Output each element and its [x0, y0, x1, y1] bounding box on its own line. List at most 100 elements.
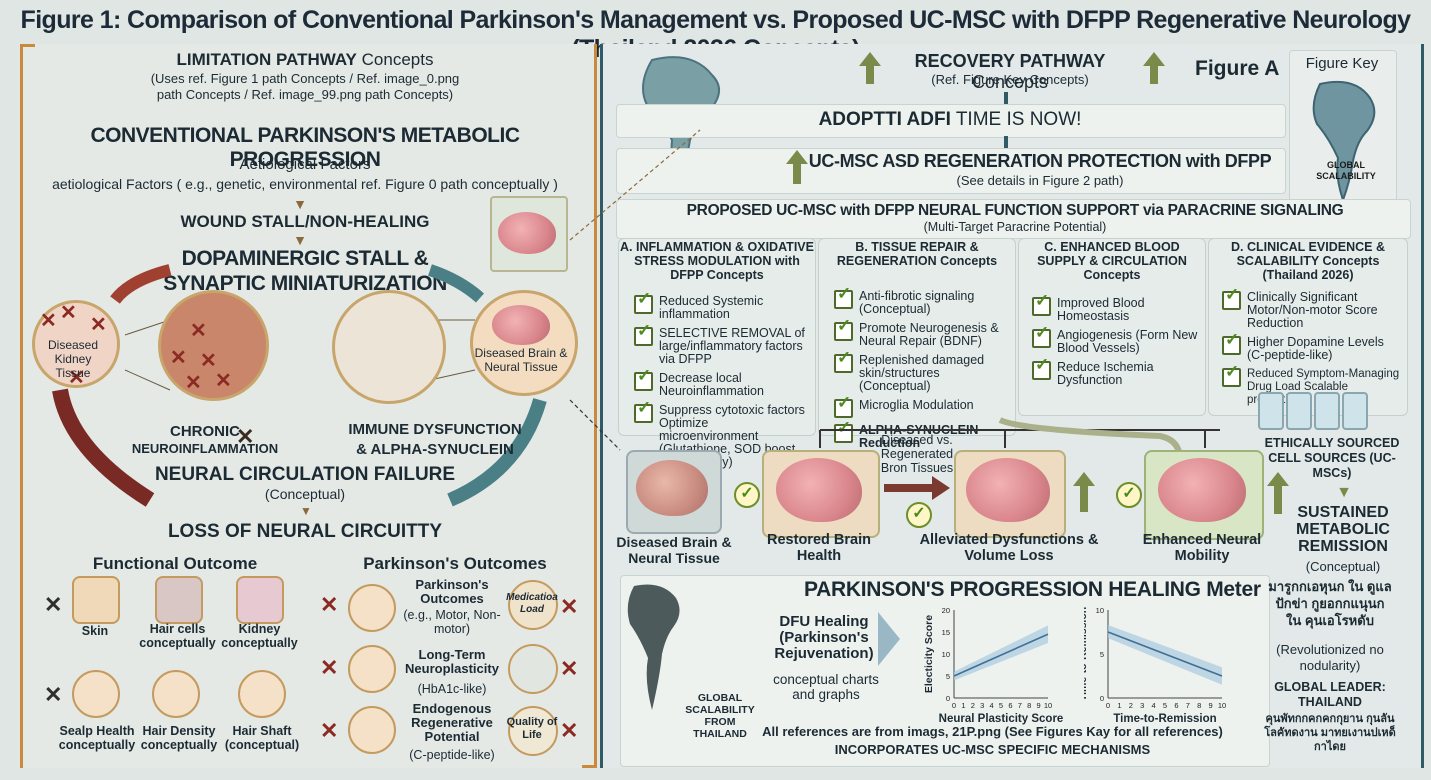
- checkbox-icon: [834, 351, 853, 373]
- x-mark-icon: ✕: [170, 347, 187, 369]
- kidney-icon: [236, 576, 284, 624]
- x-axis-label: Time-to-Remission: [1113, 713, 1216, 725]
- x-mark-icon: ✕: [560, 594, 579, 619]
- x-tick-label: 1: [1117, 701, 1121, 710]
- series-line: [1107, 631, 1223, 677]
- flow-connectors: [819, 417, 1220, 461]
- up-arrow-icon: [859, 52, 881, 66]
- declining-chart-icon: [348, 645, 396, 693]
- column-a-title: A. INFLAMMATION & OXIDATIVE STRESS MODUL…: [620, 240, 814, 282]
- x-tick-label: 10: [1044, 701, 1052, 710]
- brain-icon: [492, 305, 550, 345]
- column-c-title: C. ENHANCED BLOOD SUPPLY & CIRCULATION C…: [1037, 240, 1187, 282]
- y-tick-label: 10: [1096, 606, 1104, 615]
- down-arrow-icon: ▼: [293, 232, 307, 248]
- synaptic-miniaturization: SYNAPTIC MINIATURIZATION: [163, 272, 447, 295]
- up-arrow-icon: [1267, 472, 1289, 486]
- vial-icon: [1314, 392, 1340, 430]
- series-line: [953, 633, 1049, 677]
- check-icon: ✓: [734, 482, 760, 508]
- checkbox-icon: [634, 292, 653, 314]
- brain-circle-label: Diseased Brain & Neural Tissue: [474, 346, 568, 374]
- stage-restored: Restored Brain Health: [767, 532, 871, 564]
- x-tick-label: 8: [1197, 701, 1201, 710]
- list-item: SELECTIVE REMOVAL of large/inflammatory …: [634, 324, 810, 366]
- stage-enhanced: Enhanced Neural Mobility: [1142, 532, 1262, 564]
- x-mark-icon: ✕: [215, 370, 232, 392]
- x-mark-icon: ✕: [60, 302, 77, 324]
- chronic-label: CHRONIC: [170, 423, 240, 440]
- up-arrow-shaft: [1080, 484, 1088, 512]
- up-arrow-icon: [1073, 472, 1095, 486]
- x-mark-icon: ✕: [320, 718, 339, 743]
- confidence-band: [1108, 624, 1222, 685]
- limitation-note-2: path Concepts / Ref. image_99.png path C…: [156, 87, 454, 102]
- stage-alleviated: Alleviated Dysfunctions & Volume Loss: [919, 532, 1099, 564]
- parkinsons-outcomes-title: Parkinson's Outcomes: [363, 554, 547, 573]
- column-c: [1018, 238, 1206, 416]
- aetiological-factors: Aetiological Factors: [239, 156, 371, 173]
- x-tick-label: 2: [971, 701, 975, 710]
- x-mark-icon: ✕: [236, 424, 255, 449]
- skin-icon: [72, 576, 120, 624]
- x-mark-icon: ✕: [560, 718, 579, 743]
- recovery-note: (Ref. Figure Key Concepts): [931, 72, 1089, 87]
- x-mark-icon: ✕: [40, 310, 57, 332]
- dfu-healing: DFU Healing (Parkinson's Rejuvenation): [774, 613, 874, 662]
- neuron-cluster-image: [332, 290, 446, 404]
- global-leader: GLOBAL LEADER: THAILAND: [1274, 680, 1386, 709]
- func-item-hair-shaft: Hair Shaft (conceptual): [224, 724, 300, 752]
- figure-a-label: Figure A: [1195, 57, 1280, 80]
- brain-icon: [498, 212, 556, 254]
- thai-text-1: มารูกกเอหุนก ใน ดูแลปักข่า กูยอกกแนุนกใน…: [1268, 579, 1392, 628]
- x-tick-label: 9: [1209, 701, 1213, 710]
- checkbox-icon: [834, 396, 853, 418]
- failure-subtitle: (Conceptual): [264, 486, 346, 502]
- x-tick-label: 4: [990, 701, 994, 710]
- x-mark-icon: ✕: [320, 655, 339, 680]
- list-item: Microglia Modulation: [834, 396, 1012, 418]
- checkbox-icon: [1032, 294, 1051, 316]
- sustained-remission: SUSTAINED METABOLIC REMISSION: [1296, 504, 1390, 555]
- func-item-sealp: Sealp Health conceptually: [58, 724, 136, 752]
- vial-icon: [1286, 392, 1312, 430]
- declining-chart-icon: [348, 706, 396, 754]
- func-item-skin: Skin: [81, 624, 109, 638]
- y-axis-label: Time-to-Remission: [1084, 607, 1089, 701]
- brain-icon: [966, 458, 1050, 522]
- limitation-header-bold: LIMITATION PATHWAY: [176, 50, 357, 69]
- list-item: Angiogenesis (Form New Blood Vessels): [1032, 326, 1200, 355]
- park-item-neuroplasticity-title: Long-Term Neuroplasticity: [405, 647, 499, 676]
- curved-arrow-right-icon: [428, 264, 485, 303]
- x-mark-icon: ✕: [200, 350, 217, 372]
- x-tick-label: 2: [1129, 701, 1133, 710]
- x-tick-label: 5: [1163, 701, 1167, 710]
- down-arrow-icon: ▼: [300, 504, 312, 518]
- checkbox-icon: [1032, 326, 1051, 348]
- park-item-regenerative-sub: (C-peptide-like): [409, 748, 495, 762]
- x-mark-icon: ✕: [560, 656, 579, 681]
- x-tick-label: 1: [961, 701, 965, 710]
- checkbox-icon: [634, 369, 653, 391]
- meter-title: PARKINSON'S PROGRESSION HEALING Meter: [804, 578, 1261, 601]
- healing-meter-box: [620, 575, 1270, 767]
- x-tick-label: 4: [1152, 701, 1156, 710]
- park-item-regenerative-title: Endogenous Regenerative Potential: [411, 701, 493, 744]
- recovery-header: RECOVERY PATHWAY Concepts: [880, 51, 1140, 93]
- kidney-tissue-image: [32, 300, 120, 388]
- column-c-list: Improved Blood Homeostasis Angiogenesis …: [1032, 294, 1200, 393]
- x-tick-label: 3: [980, 701, 984, 710]
- adopt-rest: TIME IS NOW!: [955, 109, 1082, 130]
- progression-arrows: [52, 264, 547, 507]
- func-item-hair-cells: Hair cells conceptually: [139, 622, 216, 650]
- checkbox-icon: [1222, 365, 1241, 387]
- adopt-text: ADOPTTI ADFI TIME IS NOW!: [616, 109, 1284, 131]
- revolutionized-note: (Revolutionized no nodularity): [1276, 642, 1384, 673]
- brain-icon: [1158, 458, 1246, 522]
- vial-icon: [1258, 392, 1284, 430]
- x-mark-icon: ✕: [44, 592, 63, 617]
- list-item: Anti-fibrotic signaling (Conceptual): [834, 287, 1012, 316]
- medication-load-icon: [508, 580, 558, 630]
- x-tick-label: 7: [1018, 701, 1022, 710]
